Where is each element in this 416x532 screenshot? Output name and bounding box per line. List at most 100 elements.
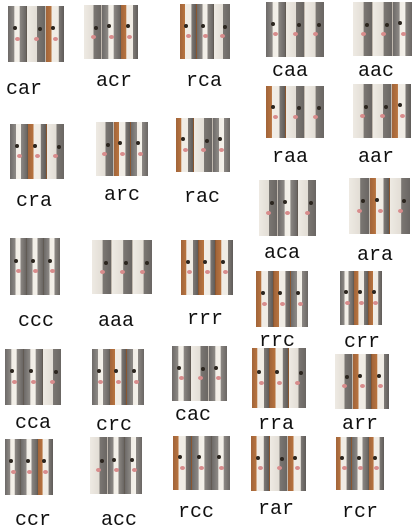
cat-face-strip-a [285, 2, 306, 57]
collage-label: arc [103, 184, 141, 207]
cat-face-strip-a [390, 178, 410, 234]
cat-collage-acr [84, 5, 138, 59]
cat-face-strip-r [353, 354, 372, 409]
collage-label: cac [174, 404, 212, 427]
collage-label: ccc [17, 310, 55, 333]
collage-label: crr [343, 331, 381, 354]
cat-face-strip-r [109, 349, 128, 405]
collage-label: rar [257, 498, 295, 521]
cat-face-strip-c [27, 238, 44, 295]
cat-face-strip-c [393, 2, 412, 56]
cat-face-strip-r [368, 271, 382, 325]
cat-face-strip-a [259, 180, 279, 236]
cat-collage-cac [172, 346, 227, 401]
cat-face-strip-c [125, 437, 142, 494]
cat-face-strip-a [84, 5, 103, 59]
cat-collage-rrr [181, 240, 233, 295]
collage-label: raa [271, 146, 309, 169]
cat-face-strip-c [211, 436, 230, 490]
cat-face-strip-a [214, 4, 230, 59]
cat-face-strip-c [266, 2, 286, 57]
cat-collage-acc [90, 437, 142, 494]
cat-face-strip-c [127, 349, 144, 405]
cat-face-strip-c [212, 118, 230, 172]
cat-face-strip-c [278, 180, 298, 236]
cat-face-strip-c [5, 349, 24, 405]
cat-face-strip-r [251, 436, 270, 491]
cat-collage-rac [176, 118, 230, 172]
cat-face-strip-c [8, 6, 27, 62]
cat-face-strip-a [305, 86, 324, 138]
cat-face-strip-a [373, 2, 393, 56]
collage-label: aca [263, 242, 301, 265]
cat-face-strip-c [340, 271, 355, 325]
cat-face-strip-r [37, 439, 53, 495]
cat-collage-rcr [336, 437, 384, 490]
collage-label: ccr [14, 509, 52, 532]
cat-face-strip-a [372, 84, 393, 138]
collage-label: acc [100, 509, 138, 532]
cat-face-strip-r [28, 124, 47, 179]
cat-face-strip-c [172, 346, 191, 401]
cat-collage-crc [92, 349, 144, 405]
cat-collage-raa [266, 86, 324, 138]
cat-face-strip-c [107, 437, 126, 494]
collage-label: caa [271, 60, 309, 83]
cat-face-strip-c [192, 436, 212, 490]
cat-face-strip-a [27, 6, 46, 62]
cat-face-strip-c [44, 238, 60, 295]
cat-face-strip-r [173, 436, 193, 490]
cat-face-strip-r [113, 122, 132, 176]
collage-label: aar [357, 146, 395, 169]
cat-face-strip-a [285, 86, 306, 138]
cat-face-strip-r [256, 271, 274, 327]
cat-face-strip-a [335, 354, 354, 409]
cat-face-strip-r [336, 437, 353, 490]
cat-face-strip-a [132, 240, 152, 294]
cat-face-strip-r [266, 86, 286, 138]
cat-face-strip-a [353, 84, 373, 138]
cat-face-strip-c [291, 271, 308, 327]
cat-face-strip-a [112, 240, 133, 294]
cat-face-strip-a [288, 348, 306, 408]
collage-label: cca [14, 412, 52, 435]
cat-face-strip-a [96, 122, 114, 176]
cat-collage-aac [353, 2, 412, 56]
cat-face-strip-r [181, 240, 199, 295]
cat-face-strip-r [392, 84, 411, 138]
cat-face-strip-c [92, 349, 110, 405]
cat-face-strip-c [10, 238, 27, 295]
cat-face-strip-a [349, 178, 370, 234]
cat-face-strip-r [176, 118, 195, 172]
cat-collage-cca [5, 349, 61, 405]
cat-collage-rca [180, 4, 230, 59]
cat-face-strip-r [371, 354, 389, 409]
cat-collage-ara [349, 178, 410, 234]
cat-face-strip-r [369, 178, 391, 234]
cat-collage-car [8, 6, 64, 62]
collage-label: arr [341, 413, 379, 436]
cat-collage-arc [96, 122, 148, 176]
cat-collage-aca [259, 180, 316, 236]
cat-collage-ccc [10, 238, 60, 295]
collage-label: ara [356, 244, 394, 267]
cat-collage-rar [251, 436, 306, 491]
cat-face-strip-a [297, 180, 316, 236]
cat-collage-rrc [256, 271, 308, 327]
cat-collage-aar [353, 84, 411, 138]
collage-label: rca [185, 70, 223, 93]
cat-face-strip-r [198, 240, 217, 295]
cat-face-strip-c [5, 439, 22, 495]
collage-label: acr [95, 70, 133, 93]
collage-label: rrc [258, 330, 296, 353]
cat-face-strip-r [368, 437, 384, 490]
cat-face-strip-a [305, 2, 324, 57]
cat-collage-aaa [92, 240, 152, 294]
cat-face-strip-c [10, 124, 29, 179]
cat-face-strip-c [21, 439, 38, 495]
cat-face-strip-r [252, 348, 271, 408]
cat-face-strip-c [24, 349, 43, 405]
cat-collage-rcc [173, 436, 230, 490]
collage-label: rcc [177, 501, 215, 524]
cat-face-strip-a [43, 349, 61, 405]
